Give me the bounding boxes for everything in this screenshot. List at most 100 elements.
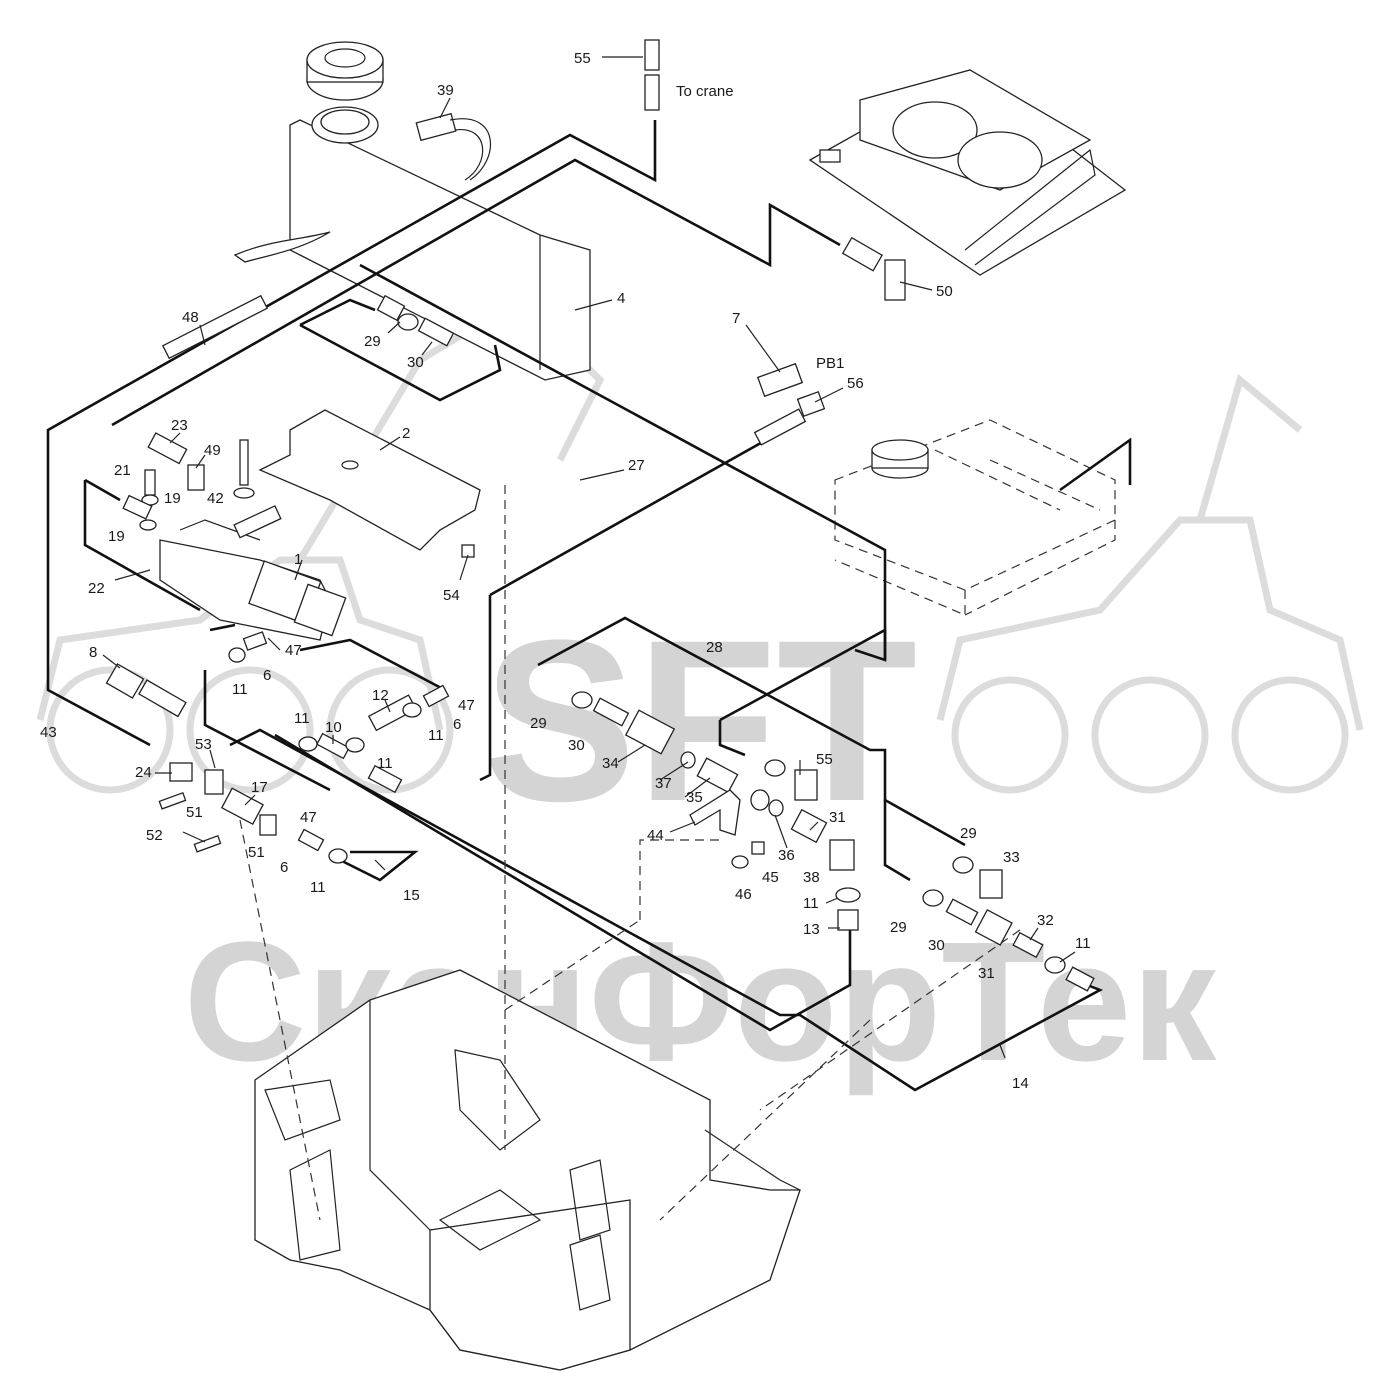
part-label: 15 <box>403 887 420 904</box>
fitting-23 <box>147 432 188 465</box>
part-label: 10 <box>325 719 342 736</box>
oil-reservoir-tank <box>233 106 591 381</box>
watermark: SFT СканФорТек <box>36 295 1364 1097</box>
hose-end-8 <box>138 679 187 718</box>
crane-valve-plate <box>808 69 1127 276</box>
part-label: 39 <box>437 82 454 99</box>
part-label: 12 <box>372 687 389 704</box>
part-label: 4 <box>617 290 625 307</box>
label-pb1: PB1 <box>816 355 844 372</box>
part-label: 44 <box>647 827 664 844</box>
bolt-52 <box>158 791 187 810</box>
hose-routes <box>46 120 1132 1092</box>
leader-lines <box>102 56 1076 1059</box>
fittings <box>105 39 1095 992</box>
tee-31b <box>974 908 1013 946</box>
part-label: 6 <box>280 859 288 876</box>
hose-tank-return <box>1059 437 1132 492</box>
hose-28c <box>719 627 887 722</box>
elbow-55b <box>794 769 818 801</box>
part-label: 29 <box>530 715 547 732</box>
hose-14-end <box>1065 966 1095 992</box>
tee-31a <box>790 808 828 844</box>
hose-12b <box>299 638 446 692</box>
part-label: 11 <box>428 727 444 744</box>
part-label: 47 <box>300 809 317 826</box>
part-label: 19 <box>108 528 125 545</box>
hose-22b <box>84 478 121 502</box>
fitting-hose-56 <box>753 408 807 446</box>
part-label: 42 <box>207 490 224 507</box>
fitting-6b <box>422 684 450 708</box>
part-label: 37 <box>655 775 672 792</box>
washer-46 <box>731 855 749 869</box>
clamp-51a <box>204 769 224 795</box>
hydraulic-tank-dashed <box>834 419 1116 616</box>
fitting-6c <box>297 828 325 852</box>
hose-28e <box>718 720 746 757</box>
part-label: 36 <box>778 847 795 864</box>
hose-15 <box>339 850 419 882</box>
bolt-21 <box>144 469 156 496</box>
part-label: 55 <box>816 751 833 768</box>
fitting-6a <box>242 631 268 651</box>
part-label: 27 <box>628 457 645 474</box>
part-label: 23 <box>171 417 188 434</box>
part-label: 11 <box>232 681 248 698</box>
hose-22 <box>83 480 201 612</box>
part-label: 13 <box>803 921 820 938</box>
clamp-51b <box>259 814 277 836</box>
part-labels: To crane PB1 55 39 4 50 48 29 30 7 56 23… <box>40 50 1091 1092</box>
part-label: 53 <box>195 736 212 753</box>
part-label: 31 <box>978 965 995 982</box>
bolt-42 <box>239 439 249 486</box>
fitting-48-spring <box>161 294 269 360</box>
elbow-8 <box>105 663 145 699</box>
part-label: 11 <box>377 755 393 772</box>
clamp-29b <box>571 691 593 709</box>
washer-36a <box>750 789 770 811</box>
fitting-55-hose <box>644 74 660 111</box>
part-label: 43 <box>40 724 57 741</box>
filler-cap <box>306 41 384 101</box>
washer-36b <box>768 799 784 817</box>
part-label: 48 <box>182 309 199 326</box>
cover-plate <box>258 409 481 551</box>
bracket-44 <box>689 789 741 836</box>
fitting-50 <box>841 236 883 272</box>
elbow-33 <box>979 869 1003 899</box>
hose-23 <box>111 158 841 427</box>
hydraulic-cylinder <box>159 519 347 641</box>
part-label: 7 <box>732 310 740 327</box>
ball-valve-34 <box>624 709 676 755</box>
part-label: 29 <box>960 825 977 842</box>
part-label: 34 <box>602 755 619 772</box>
part-label: 24 <box>135 764 152 781</box>
clamp-55b <box>764 759 786 777</box>
hose-14b <box>203 670 331 792</box>
part-label: 1 <box>294 551 302 568</box>
part-label: 11 <box>294 710 310 727</box>
hose-end-11d <box>367 764 403 794</box>
fitting-7 <box>756 362 804 398</box>
part-label: 38 <box>803 869 820 886</box>
clamp-29c <box>952 856 974 874</box>
hose-return-30b <box>299 323 502 402</box>
part-label: 49 <box>204 442 221 459</box>
fitting-10 <box>316 732 350 760</box>
part-label: 33 <box>1003 849 1020 866</box>
part-label: 56 <box>847 375 864 392</box>
hose-12 <box>209 623 236 632</box>
part-label: 28 <box>706 639 723 656</box>
clamp-11b <box>402 702 422 718</box>
hose-28 <box>479 595 492 782</box>
fitting-49 <box>187 464 205 491</box>
clamp-11g <box>1044 956 1066 974</box>
hose-13 <box>274 733 852 1032</box>
tank-cap <box>871 439 929 479</box>
clamp-29d <box>922 889 944 907</box>
washer-42 <box>233 487 255 499</box>
part-label: 21 <box>114 462 131 479</box>
washer-19b <box>139 519 157 531</box>
part-label: 6 <box>263 667 271 684</box>
